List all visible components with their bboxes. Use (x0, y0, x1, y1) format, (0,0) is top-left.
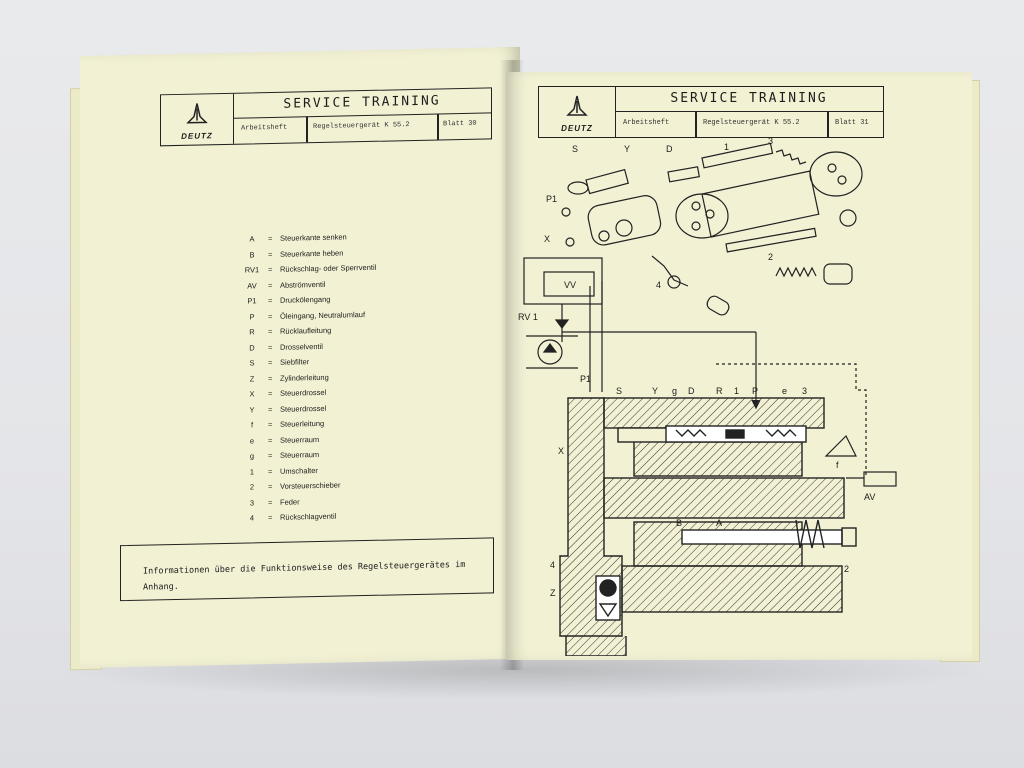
left-logo: DEUTZ (161, 93, 234, 146)
sec-label-av: AV (864, 492, 875, 502)
exploded-view (561, 142, 863, 316)
left-header-field3: Blatt 30 (443, 119, 477, 129)
valve-diagram: S Y D 1 3 P1 X 2 4 VV RV 1 P1 S Y g D R … (518, 136, 897, 656)
label-3: 3 (768, 136, 773, 146)
right-logo-text: DEUTZ (561, 124, 593, 133)
label-y: Y (624, 144, 630, 154)
label-p1: P1 (546, 194, 557, 204)
sec-label-a: A (716, 518, 722, 528)
sec-label-p: P (752, 386, 758, 396)
info-box: Informationen über die Funktionsweise de… (120, 537, 494, 602)
sec-label-g: g (672, 386, 677, 396)
sec-label-p1: P1 (580, 374, 591, 384)
sec-label-3: 3 (802, 386, 807, 396)
left-header-title: SERVICE TRAINING (233, 88, 491, 119)
sec-label-s: S (616, 386, 622, 396)
label-x: X (544, 234, 550, 244)
section-view (559, 397, 857, 656)
label-vv: VV (564, 280, 576, 290)
label-d: D (666, 144, 673, 154)
right-logo: DEUTZ (539, 87, 616, 137)
left-page: DEUTZ SERVICE TRAINING Arbeitsheft Regel… (80, 46, 520, 668)
right-header-field1: Arbeitsheft (623, 119, 670, 127)
sec-label-f: f (836, 460, 839, 470)
legend-list: A=Steuerkante senken B=Steuerkante heben… (244, 232, 377, 523)
right-header: DEUTZ SERVICE TRAINING Arbeitsheft Regel… (538, 86, 884, 138)
sec-label-2: 2 (844, 564, 849, 574)
sec-label-4: 4 (550, 560, 555, 570)
sec-label-r: R (716, 386, 723, 396)
left-logo-text: DEUTZ (181, 131, 213, 141)
sec-label-1: 1 (734, 386, 739, 396)
label-2: 2 (768, 252, 773, 262)
sec-label-x: X (558, 446, 564, 456)
deutz-logo-icon (566, 95, 588, 116)
sec-label-e: e (782, 386, 787, 396)
right-header-title: SERVICE TRAINING (615, 87, 883, 112)
right-page: DEUTZ SERVICE TRAINING Arbeitsheft Regel… (506, 72, 972, 660)
left-header-field2: Regelsteuergerät K 55.2 (313, 121, 410, 132)
label-rv1: RV 1 (518, 312, 538, 322)
info-text: Informationen über die Funktionsweise de… (143, 559, 466, 593)
right-header-field3: Blatt 31 (835, 119, 869, 127)
left-header: DEUTZ SERVICE TRAINING Arbeitsheft Regel… (160, 87, 492, 147)
circuit-schematic (523, 257, 897, 487)
sec-label-z: Z (550, 588, 556, 598)
deutz-logo-icon (186, 103, 208, 124)
left-header-field1: Arbeitsheft (241, 123, 288, 133)
sec-label-d: D (688, 386, 695, 396)
label-1: 1 (724, 142, 729, 152)
sec-label-y: Y (652, 386, 658, 396)
right-header-field2: Regelsteuergerät K 55.2 (703, 119, 800, 127)
label-s: S (572, 144, 578, 154)
sec-label-b: B (676, 518, 682, 528)
label-4: 4 (656, 280, 661, 290)
